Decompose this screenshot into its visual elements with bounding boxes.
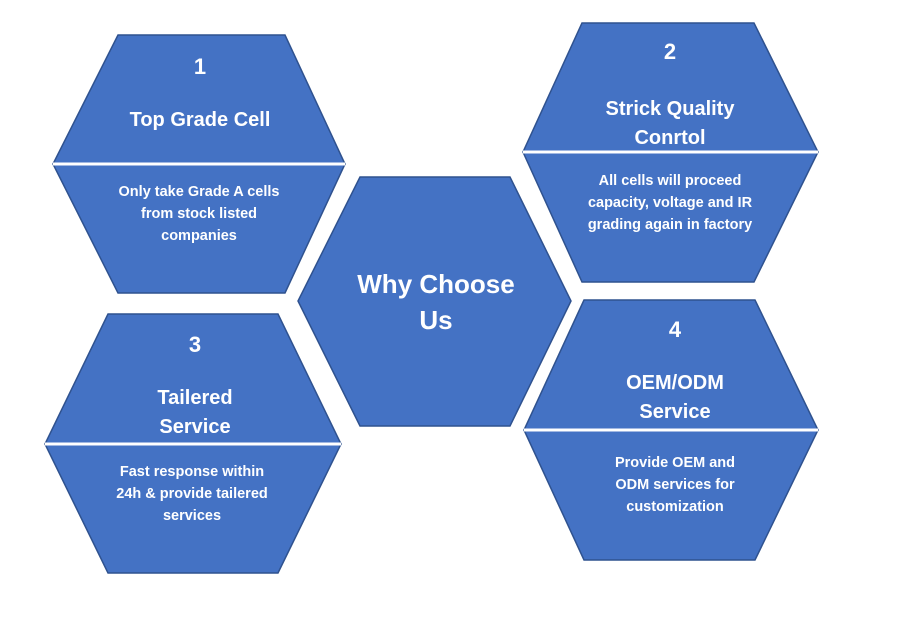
card-1-number: 1 (193, 54, 207, 79)
card-2-description: All cells will proceed capacity, voltage… (587, 173, 753, 233)
center-hexagon (297, 176, 572, 427)
card-4-title: OEM/ODM Service (626, 372, 724, 423)
card-2-title: Strick Quality Conrtol (605, 98, 735, 149)
card-3-title: Tailered Service (157, 387, 233, 438)
center-title: Why Choose Us (357, 269, 515, 335)
card-3-number: 3 (188, 332, 202, 357)
card-4-number: 4 (668, 317, 682, 342)
card-4-description: Provide OEM and ODM services for customi… (614, 455, 736, 515)
card-1-description: Only take Grade A cells from stock liste… (118, 184, 280, 244)
card-3-description: Fast response within 24h & provide taile… (116, 464, 268, 524)
card-2-number: 2 (663, 39, 677, 64)
card-1-title: Top Grade Cell (129, 109, 271, 131)
